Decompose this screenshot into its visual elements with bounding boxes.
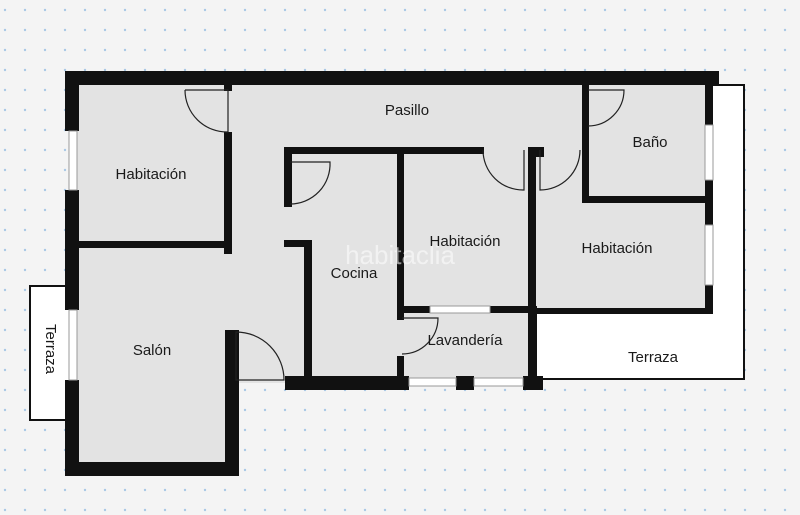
- door-swings: [184, 89, 625, 381]
- room-label-terraza-left: Terraza: [42, 324, 59, 375]
- windows: [68, 124, 714, 387]
- watermark: habitaclia: [345, 240, 455, 270]
- room-label-bano: Baño: [632, 134, 667, 151]
- room-label-lavanderia: Lavandería: [427, 332, 503, 349]
- room-label-habitacion-1: Habitación: [116, 166, 187, 183]
- room-label-cocina: Cocina: [331, 265, 378, 282]
- interior-floor: [72, 78, 712, 470]
- room-label-habitacion-2: Habitación: [430, 233, 501, 250]
- room-label-salon: Salón: [133, 342, 171, 359]
- room-label-terraza-right: Terraza: [628, 349, 679, 366]
- room-label-pasillo: Pasillo: [385, 102, 429, 119]
- room-label-habitacion-3: Habitación: [582, 240, 653, 257]
